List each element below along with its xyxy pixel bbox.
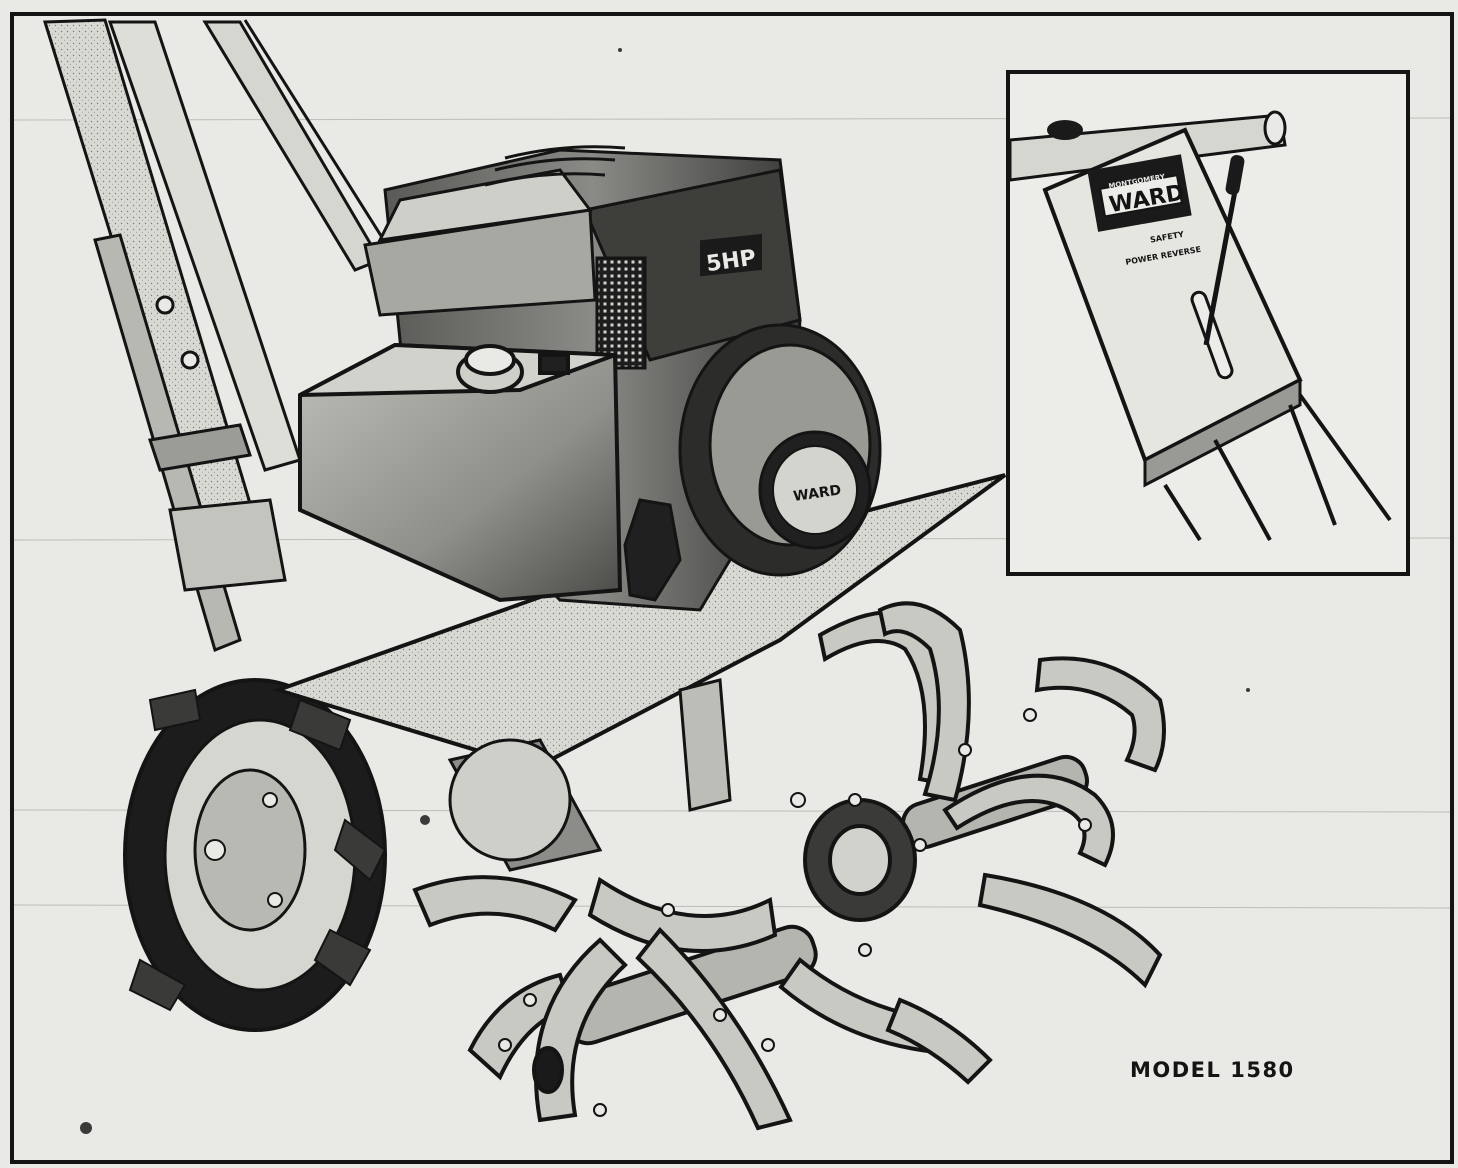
handlebars — [42, 18, 392, 653]
hub-brand-label: WARD — [792, 482, 842, 505]
model-number-label: MODEL 1580 — [1130, 1058, 1295, 1082]
fuel-tank — [298, 342, 623, 603]
inset-safety-power-reverse: MONTGOMERY WARD SAFETY POWER REVERSE — [1006, 70, 1410, 576]
wheel — [123, 678, 387, 1032]
transmission — [447, 678, 732, 872]
scan-specks — [80, 48, 1250, 1134]
tines — [412, 601, 1166, 1131]
engine-badge: 5HP — [700, 233, 762, 277]
ad-border — [10, 12, 1454, 1164]
